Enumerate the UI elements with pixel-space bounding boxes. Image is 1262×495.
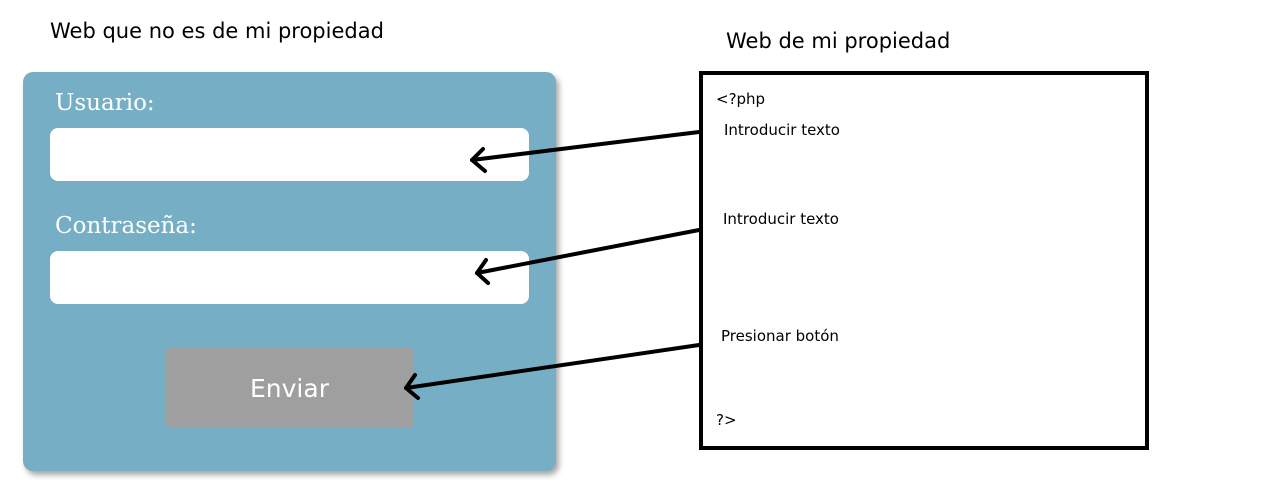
php-step-press-button: Presionar botón <box>721 327 839 345</box>
password-label: Contraseña: <box>55 213 197 239</box>
heading-external-site: Web que no es de mi propiedad <box>50 19 384 43</box>
heading-own-site: Web de mi propiedad <box>726 29 951 53</box>
php-open-tag: <?php <box>716 90 766 108</box>
password-input[interactable] <box>50 251 529 304</box>
php-script-box: <?php Introducir texto Introducir texto … <box>699 71 1149 450</box>
username-label: Usuario: <box>55 90 155 116</box>
submit-button[interactable]: Enviar <box>165 348 414 428</box>
login-form-panel: Usuario: Contraseña: Enviar <box>23 72 556 471</box>
php-step-enter-username: Introducir texto <box>724 121 840 139</box>
php-step-enter-password: Introducir texto <box>723 210 839 228</box>
php-close-tag: ?> <box>716 411 737 429</box>
username-input[interactable] <box>50 128 529 181</box>
